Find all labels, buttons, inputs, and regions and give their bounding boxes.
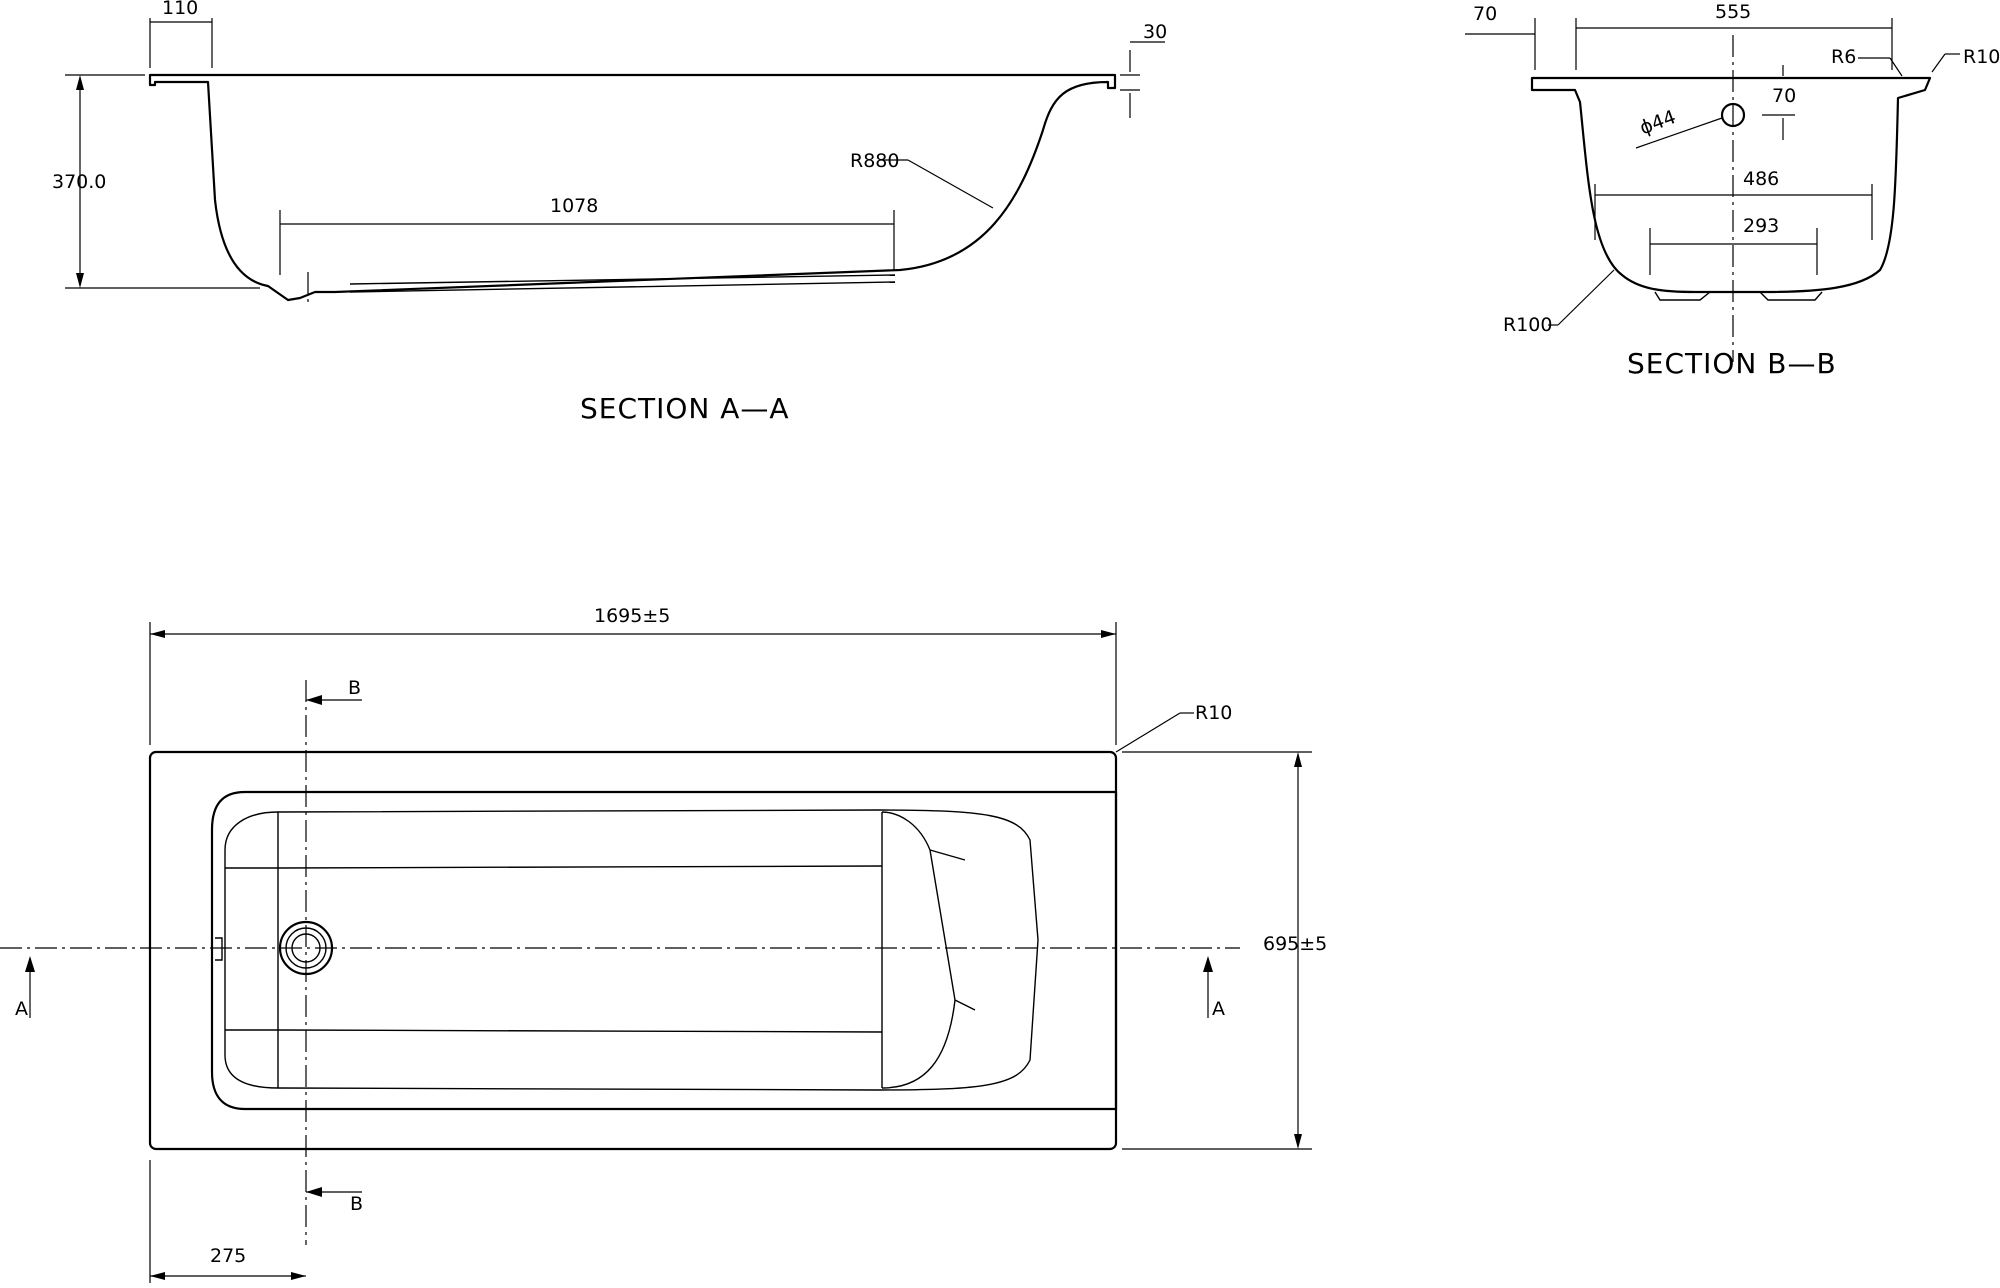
plan-bottom-surface — [224, 809, 1039, 1091]
overflow-mark — [215, 937, 223, 961]
dim-overall-length: 1695±5 — [594, 605, 670, 627]
dim-drain-offset: 275 — [210, 1245, 246, 1267]
dim-overflow-drop: 70 — [1772, 85, 1796, 107]
section-a-inner-floor — [349, 274, 896, 285]
dim-rim-width-a: 110 — [162, 0, 198, 19]
dim-radius-a: R880 — [850, 150, 899, 172]
dim-radius-inner-b: R6 — [1831, 46, 1856, 68]
dim-radius-outer-b: R10 — [1963, 46, 2000, 68]
dim-bottom-radius-b: R100 — [1503, 314, 1552, 336]
dim-overall-width: 695±5 — [1263, 933, 1327, 955]
section-a-view: 110 30 370.0 1078 R880 SECTION A—A — [52, 0, 1167, 425]
cut-marker-a-right: A — [1212, 998, 1225, 1020]
dim-floor-length-a: 1078 — [550, 195, 598, 217]
title-section-b: SECTION B—B — [1627, 347, 1837, 380]
dim-rim-thickness-a: 30 — [1143, 21, 1167, 43]
plan-view: 1695±5 695±5 R10 275 B B A A — [0, 605, 1327, 1283]
dim-floor-width-b: 486 — [1743, 168, 1779, 190]
dim-corner-radius: R10 — [1195, 702, 1232, 724]
dim-top-width-b: 555 — [1715, 1, 1751, 23]
dim-rim-width-b: 70 — [1473, 3, 1497, 25]
dim-depth-a: 370.0 — [52, 171, 106, 193]
cut-marker-a-left: A — [15, 998, 28, 1020]
plan-inner-basin — [210, 790, 1118, 1111]
section-b-view: 70 555 R6 R10 ϕ44 70 486 293 — [1465, 1, 2000, 380]
section-a-profile — [148, 73, 1117, 302]
section-b-profile — [1530, 76, 1932, 294]
cut-marker-b-top: B — [348, 677, 361, 699]
title-section-a: SECTION A—A — [580, 392, 790, 425]
cut-marker-b-bottom: B — [350, 1193, 363, 1215]
dim-feet-spacing-b: 293 — [1743, 215, 1779, 237]
section-b-feet — [1654, 291, 1823, 301]
section-a-foot — [349, 281, 896, 293]
dim-overflow-diameter: ϕ44 — [1637, 106, 1679, 139]
